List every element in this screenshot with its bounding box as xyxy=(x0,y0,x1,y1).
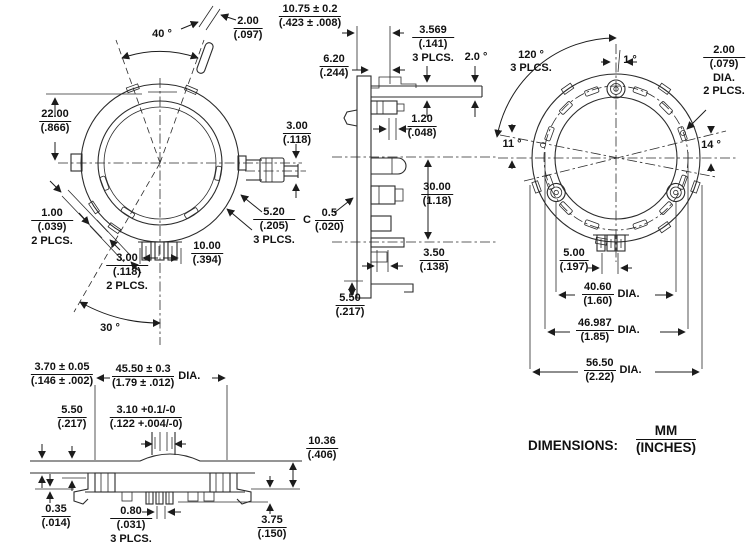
dim-back-500: 5.00(.197) xyxy=(559,247,589,274)
dim-front-pin-width: 2.00(.097) xyxy=(233,15,263,42)
dim-bottom-370: 3.70 ± 0.05(.146 ± .002) xyxy=(30,361,94,388)
dim-front-lug-3: 3.00(.118)2 PLCS. xyxy=(106,252,148,292)
dim-side-550: 5.50(.217) xyxy=(335,292,365,319)
dim-bottom-4550-dia: 45.50 ± 0.3(1.79 ± .012) DIA. xyxy=(112,363,201,390)
front-view-lines xyxy=(46,5,306,345)
dim-back-hole-dia: 2.00(.079) DIA.2 PLCS. xyxy=(703,44,745,98)
dim-side-620: 6.20(.244) xyxy=(319,53,349,80)
side-view-lines xyxy=(332,26,498,299)
dim-side-1075: 10.75 ± 0.2(.423 ± .008) xyxy=(278,3,342,30)
dim-side-2deg: 2.0 ° xyxy=(464,51,488,63)
dim-bottom-1036: 10.36(.406) xyxy=(306,435,338,462)
dim-back-5650-dia: 56.50(2.22) DIA. xyxy=(584,357,642,384)
dim-back-46987-dia: 46.987(1.85) DIA. xyxy=(576,317,640,344)
dim-side-120: 1.20(.048) xyxy=(407,113,437,140)
dim-back-4060-dia: 40.60(1.60) DIA. xyxy=(582,281,640,308)
dim-bottom-035: 0.35(.014) xyxy=(41,503,71,530)
dim-front-shaft-dia: 3.00(.118) xyxy=(282,120,312,147)
dim-side-chamfer: C 0.5(.020) xyxy=(303,207,344,234)
dim-front-40deg: 40 ° xyxy=(152,28,172,40)
dim-bottom-550: 5.50(.217) xyxy=(57,404,87,431)
dim-side-350: 3.50(.138) xyxy=(419,247,449,274)
dim-back-11deg: 11 ° xyxy=(502,138,522,150)
units-note-fraction: MM(INCHES) xyxy=(636,423,696,456)
bottom-view-lines xyxy=(30,374,302,519)
dim-front-slot-520: 5.20(.205)3 PLCS. xyxy=(253,206,295,246)
dim-bottom-375: 3.75(.150) xyxy=(257,514,287,541)
dim-front-22: 22.00(.866) xyxy=(39,108,71,135)
dim-bottom-slot-310: 3.10 +0.1/-0(.122 +.004/-0) xyxy=(109,404,183,431)
dim-bottom-080: 0.80(.031)3 PLCS. xyxy=(110,505,152,545)
dim-front-30deg: 30 ° xyxy=(100,322,120,334)
dim-back-1deg: 1 ° xyxy=(623,54,637,66)
dim-side-3569: 3.569(.141)3 PLCS. xyxy=(412,24,454,64)
dim-back-120deg: 120 °3 PLCS. xyxy=(510,49,552,75)
dim-front-lug-1: 1.00(.039)2 PLCS. xyxy=(31,207,73,247)
dim-back-14deg: 14 ° xyxy=(701,139,721,151)
dim-side-3000: 30.00(1.18) xyxy=(421,181,453,208)
units-note-label: DIMENSIONS: xyxy=(528,438,619,453)
dim-front-terminal-span: 10.00(.394) xyxy=(191,240,223,267)
back-view-lines xyxy=(494,33,736,376)
